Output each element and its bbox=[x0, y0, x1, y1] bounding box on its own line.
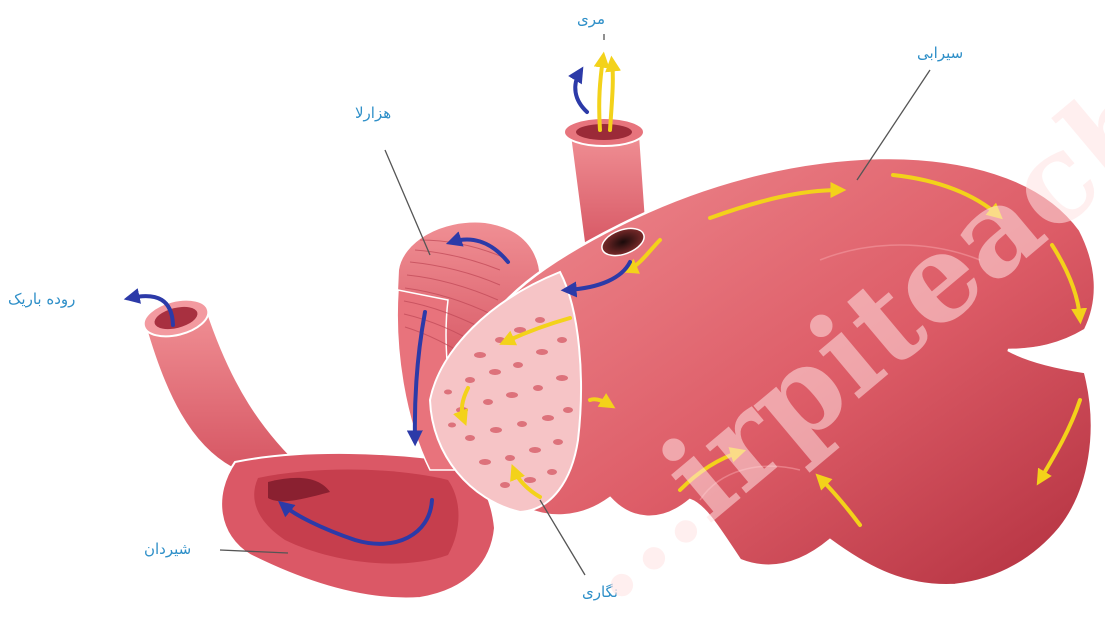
label-small-intestine: روده باریک bbox=[8, 290, 75, 308]
small-intestine bbox=[140, 294, 305, 470]
abomasum bbox=[221, 453, 495, 599]
label-omasum: هزارلا bbox=[355, 104, 391, 122]
label-reticulum: نگاری bbox=[582, 583, 618, 601]
label-rumen: سیرابی bbox=[917, 44, 963, 62]
label-abomasum: شیردان bbox=[144, 540, 191, 558]
label-esophagus: مری bbox=[577, 10, 605, 28]
ruminant-stomach-diagram: مری سیرابی هزارلا روده باریک شیردان نگار… bbox=[0, 0, 1105, 607]
stomach-illustration bbox=[0, 0, 1105, 607]
